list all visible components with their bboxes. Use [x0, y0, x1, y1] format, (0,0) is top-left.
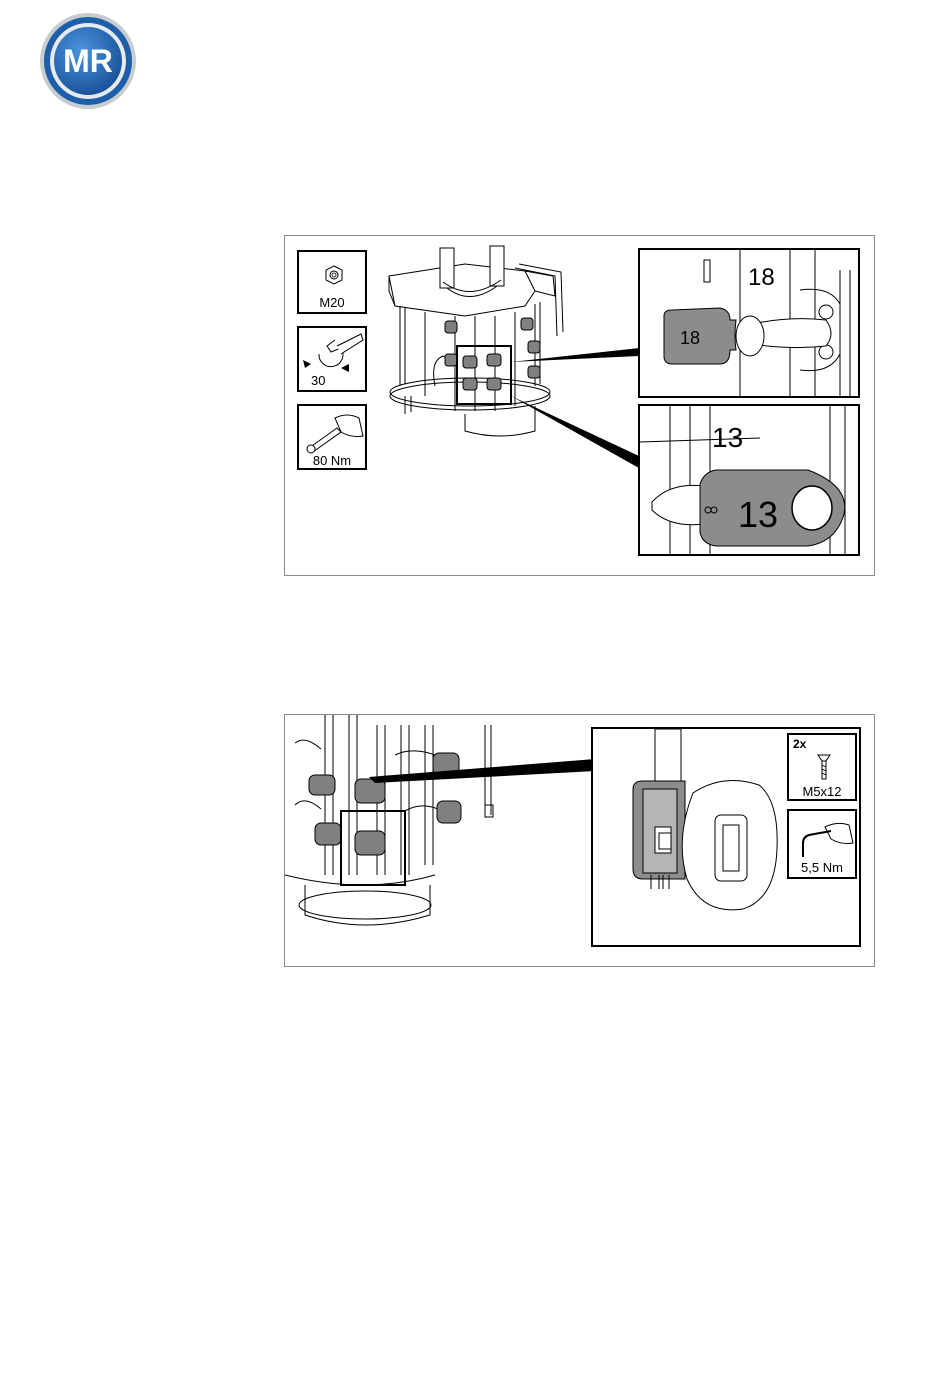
- hex-nut-icon: [301, 256, 367, 296]
- torque-box: 80 Nm: [297, 404, 367, 470]
- position-number-13: 13: [712, 422, 743, 454]
- hex-key-box: 5,5 Nm: [787, 809, 857, 879]
- torque-label: 80 Nm: [299, 454, 365, 468]
- screw-quantity: 2x: [793, 737, 806, 751]
- wrench-size-box: 30: [297, 326, 367, 392]
- tag-number-18: 18: [680, 328, 700, 349]
- screw-label: M5x12: [789, 785, 855, 799]
- nut-size-label: M20: [299, 296, 365, 310]
- hex-key-icon: [791, 813, 857, 859]
- mr-logo: MR: [38, 11, 138, 111]
- callout-fastening-detail: 2x M5x12 5,5 Nm: [591, 727, 861, 947]
- screw-box: 2x M5x12: [787, 733, 857, 801]
- tag-number-13: 13: [738, 494, 778, 536]
- countersunk-screw-icon: [791, 751, 857, 785]
- figure-2: 2x M5x12 5,5 Nm: [284, 714, 875, 967]
- logo-text: MR: [63, 43, 113, 79]
- hex-key-torque-label: 5,5 Nm: [789, 861, 855, 875]
- nut-size-box: M20: [297, 250, 367, 314]
- figure-1: M20 30 80 Nm: [284, 235, 875, 576]
- position-number-18: 18: [748, 264, 775, 292]
- wrench-size-label: 30: [311, 374, 365, 388]
- torque-wrench-icon: [301, 408, 367, 454]
- callout-contact-13: 13 13: [638, 404, 860, 556]
- mr-logo-icon: MR: [38, 11, 138, 111]
- callout-contact-18: 18 18: [638, 248, 860, 398]
